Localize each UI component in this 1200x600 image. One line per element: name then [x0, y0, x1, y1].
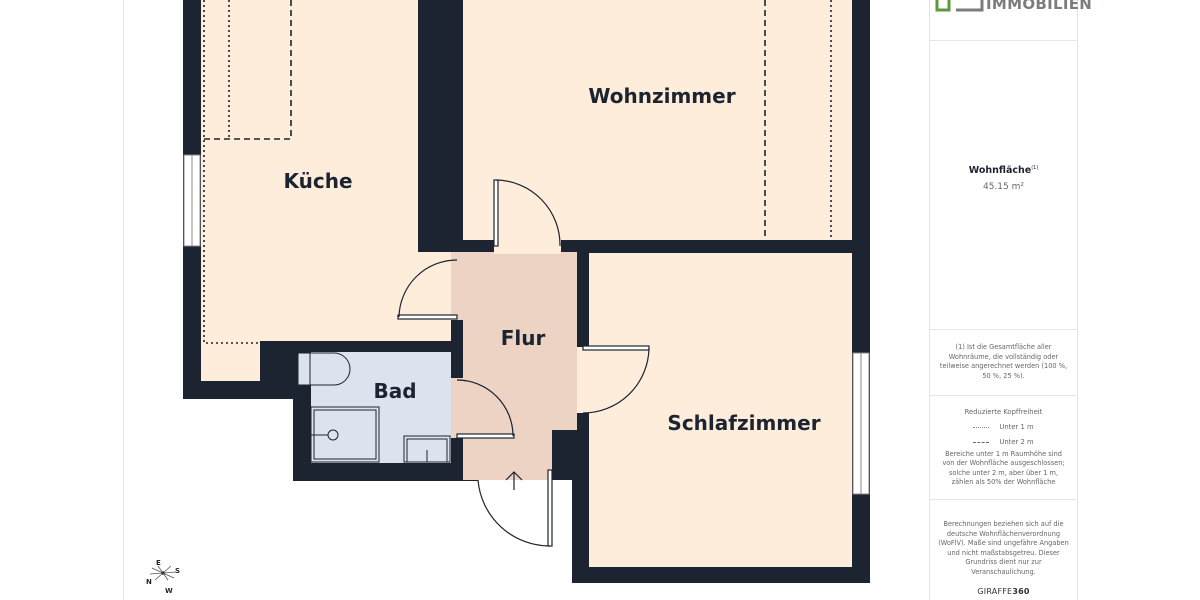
brand-logo: GIRAFFE360: [977, 586, 1030, 596]
label-hall: Flur: [501, 326, 546, 350]
logo-text: IMMOBILIEN: [986, 0, 1093, 13]
windows: [183, 154, 870, 495]
legend-dashed: Unter 2 m: [930, 435, 1077, 450]
compass-n: N: [146, 578, 152, 586]
page-left-border: [123, 0, 124, 600]
headroom-title: Reduzierte Kopffreiheit: [964, 408, 1043, 416]
disclaimer: Berechnungen beziehen sich auf die deuts…: [938, 520, 1069, 576]
room-hall: [457, 252, 577, 480]
label-bedroom: Schlafzimmer: [667, 411, 820, 435]
compass-e: E: [156, 559, 161, 567]
room-bedroom: [589, 253, 852, 567]
area-title: Wohnfläche(1): [968, 165, 1039, 177]
label-living: Wohnzimmer: [588, 84, 735, 108]
compass-icon: [149, 565, 177, 581]
logo-mark-icon: [935, 0, 984, 12]
company-logo: IMMOBILIEN: [930, 0, 1092, 40]
headroom-lines: [203, 0, 832, 344]
doors: [397, 179, 650, 547]
disclaimer-section: Berechnungen beziehen sich auf die deuts…: [930, 499, 1077, 600]
room-kitchen: [201, 0, 457, 381]
dashed-line-icon: [973, 441, 990, 443]
footnote: (1) Ist die Gesamtfläche aller Wohnräume…: [930, 329, 1077, 395]
label-bath: Bad: [373, 379, 416, 403]
legend-dotted: Unter 1 m: [930, 420, 1077, 435]
area-value: 45.15 m²: [982, 182, 1024, 192]
compass-s: S: [175, 567, 180, 575]
compass-w: W: [165, 587, 173, 595]
area-section: Wohnfläche(1) 45.15 m²: [930, 40, 1077, 329]
label-kitchen: Küche: [283, 169, 352, 193]
info-sidebar: IMMOBILIEN Wohnfläche(1) 45.15 m² (1) Is…: [929, 0, 1092, 600]
headroom-legend: Reduzierte Kopffreiheit Unter 1 m Unter …: [930, 395, 1077, 499]
rooms: [201, 0, 852, 567]
headroom-note: Bereiche unter 1 m Raumhöhe sind von der…: [942, 449, 1065, 487]
dotted-line-icon: [973, 426, 990, 428]
room-living: [463, 0, 852, 240]
bath-fixtures: [297, 352, 451, 463]
